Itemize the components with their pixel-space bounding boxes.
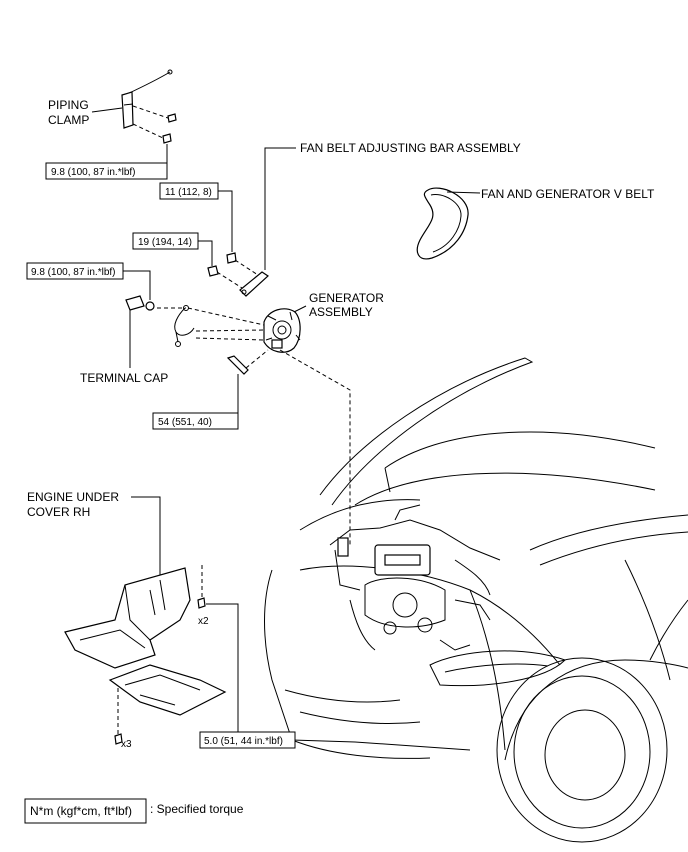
torque-callout-adjusting-bar-upper: 11 (112, 8) — [159, 182, 233, 252]
generator-wiring — [150, 305, 351, 545]
torque-callout-generator-bolt: 54 (551, 40) — [152, 374, 239, 430]
generator-assembly-label: GENERATOR ASSEMBLY — [293, 291, 384, 319]
svg-text:FAN AND GENERATOR V BELT: FAN AND GENERATOR V BELT — [481, 187, 655, 201]
generator-assembly-part — [263, 308, 301, 353]
terminal-cap-part — [125, 295, 155, 311]
piping-clamp-part — [121, 69, 177, 144]
piping-clamp-label-line2: CLAMP — [48, 113, 89, 127]
vehicle-front-illustration — [264, 357, 688, 843]
generator-through-bolt — [226, 349, 269, 375]
legend-box-text: N*m (kgf*cm, ft*lbf) — [30, 804, 132, 818]
svg-text:COVER RH: COVER RH — [27, 505, 90, 519]
legend: N*m (kgf*cm, ft*lbf) : Specified torque — [24, 798, 244, 824]
piping-clamp-label-line1: PIPING — [48, 98, 89, 112]
torque-callout-terminal-nut: 9.8 (100, 87 in.*lbf) — [26, 262, 151, 300]
svg-text:9.8 (100, 87 in.*lbf): 9.8 (100, 87 in.*lbf) — [51, 167, 136, 178]
svg-text:TERMINAL CAP: TERMINAL CAP — [80, 371, 168, 385]
v-belt-part — [416, 187, 469, 260]
torque-callout-adjusting-bar-lower: 19 (194, 14) — [132, 232, 213, 266]
engine-under-cover-part — [64, 565, 227, 745]
legend-description: : Specified torque — [150, 802, 244, 816]
torque-callout-piping-clamp: 9.8 (100, 87 in.*lbf) — [45, 144, 168, 180]
torque-callout-under-cover: 5.0 (51, 44 in.*lbf) — [199, 603, 296, 749]
legend-torque-box — [24, 798, 147, 824]
svg-text:19 (194, 14): 19 (194, 14) — [138, 237, 192, 248]
terminal-cap-label: TERMINAL CAP — [80, 310, 168, 385]
engine-compartment — [329, 504, 501, 651]
svg-text:FAN BELT ADJUSTING BAR ASSEMBL: FAN BELT ADJUSTING BAR ASSEMBLY — [300, 141, 521, 155]
svg-text:54 (551, 40): 54 (551, 40) — [158, 417, 212, 428]
svg-text:GENERATOR: GENERATOR — [309, 291, 384, 305]
svg-text:ASSEMBLY: ASSEMBLY — [309, 305, 373, 319]
engine-under-cover-label: ENGINE UNDER COVER RH — [27, 490, 161, 575]
svg-text:5.0 (51, 44 in.*lbf): 5.0 (51, 44 in.*lbf) — [204, 736, 283, 747]
svg-text:ENGINE UNDER: ENGINE UNDER — [27, 490, 119, 504]
qty-x2-label: x2 — [198, 616, 209, 627]
svg-text:11 (112, 8): 11 (112, 8) — [165, 187, 212, 198]
v-belt-label: FAN AND GENERATOR V BELT — [446, 187, 655, 201]
qty-x3-label: x3 — [121, 739, 132, 750]
fan-belt-adjusting-bar-label: FAN BELT ADJUSTING BAR ASSEMBLY — [264, 141, 521, 270]
fan-belt-adjusting-bar-part — [207, 252, 269, 297]
svg-text:9.8 (100, 87 in.*lbf): 9.8 (100, 87 in.*lbf) — [31, 267, 116, 278]
piping-clamp-label: PIPING CLAMP — [48, 98, 123, 127]
